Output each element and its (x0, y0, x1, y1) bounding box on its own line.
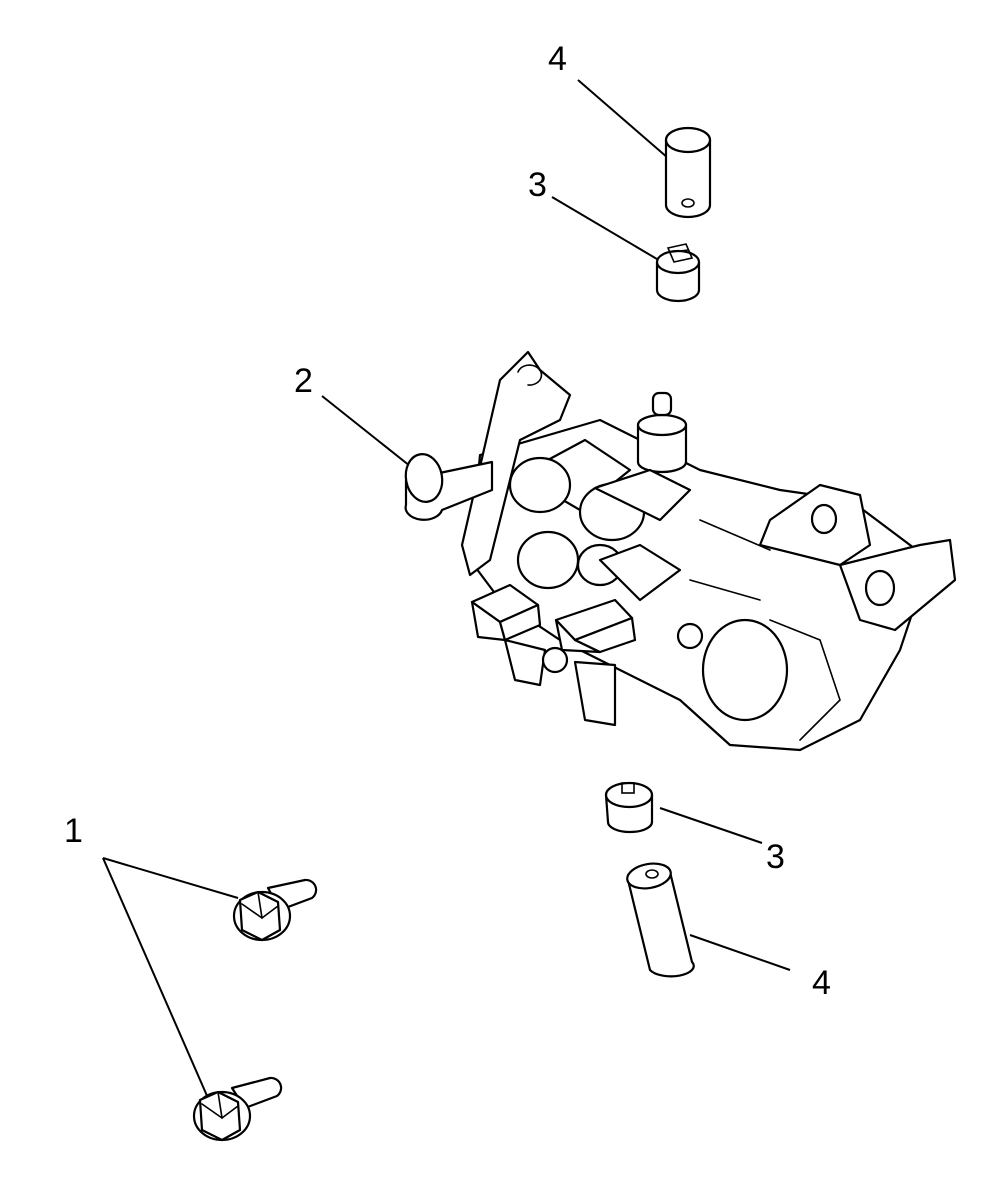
hose-clamp-icon (604, 781, 654, 834)
flange-bolt-icon (232, 878, 318, 942)
leader-1-a (102, 857, 239, 899)
callout-4-bottom: 4 (812, 964, 831, 1002)
leader-4-top (577, 79, 669, 159)
leader-3-bottom (659, 807, 763, 844)
hose-clamp-icon (655, 243, 701, 303)
leader-lines (102, 79, 791, 1099)
callout-3-bottom: 3 (766, 838, 785, 876)
leader-4-bottom (689, 934, 791, 971)
leader-2 (321, 395, 411, 467)
callout-1: 1 (64, 812, 83, 850)
hose-sleeve-icon (626, 862, 695, 978)
callout-4-top: 4 (548, 40, 567, 78)
callout-3-top: 3 (528, 166, 547, 204)
hose-sleeve-icon (664, 126, 712, 219)
leader-3-top (551, 196, 663, 263)
valve-block-assembly-icon (404, 350, 957, 752)
leader-1-b (102, 857, 209, 1099)
callout-2: 2 (294, 362, 313, 400)
flange-bolt-icon (192, 1076, 283, 1142)
